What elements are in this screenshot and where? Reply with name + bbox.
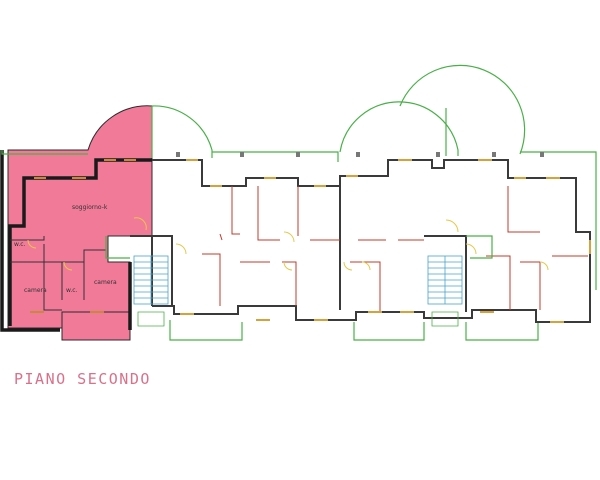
room-label-wc-top: w.c.: [14, 241, 26, 248]
building-doors: [175, 219, 549, 271]
stairwell-right: [427, 255, 463, 327]
apartment-windows: [30, 159, 136, 313]
interior-partitions: [202, 186, 588, 312]
highlighted-apartment: [0, 105, 153, 341]
building-windows: [180, 159, 591, 323]
room-label-soggiorno: soggiorno-k: [72, 204, 108, 211]
balcony-fill: [61, 311, 131, 341]
plan-title: PIANO SECONDO: [14, 370, 151, 388]
terraces: [1, 64, 597, 341]
stairwell-left: [133, 255, 169, 327]
room-label-letto: camera: [24, 287, 47, 294]
building-walls: [130, 159, 591, 323]
room-label-wc-mid: w.c.: [66, 287, 78, 294]
apartment-outer-wall: [0, 150, 152, 332]
room-label-camera: camera: [94, 279, 117, 286]
apartment-partitions: [10, 236, 106, 311]
apartment-doors: [27, 217, 147, 271]
columns: [176, 152, 544, 157]
balconies: [105, 235, 493, 259]
